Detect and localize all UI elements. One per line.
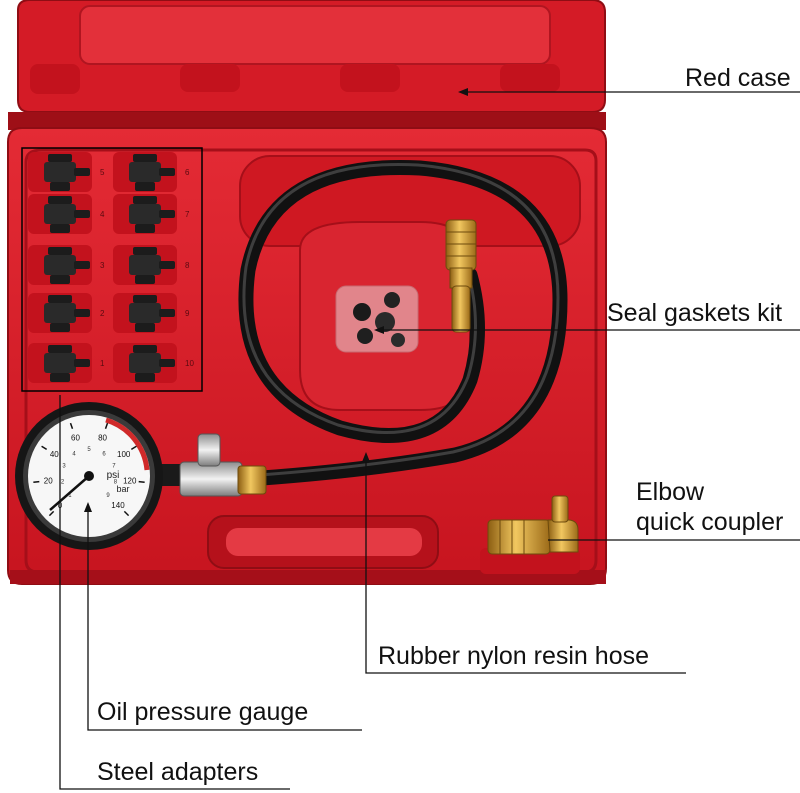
steel-adapter: 4 [28, 194, 105, 234]
gauge-psi-tick-label: 40 [50, 450, 59, 459]
steel-adapter: 6 [113, 152, 190, 192]
adapter-slot-mark: 7 [185, 210, 190, 219]
gauge-bar-tick-label: 3 [62, 464, 66, 470]
gauge-psi-tick-label: 80 [98, 433, 107, 442]
gauge-psi-tick-label: 100 [117, 450, 131, 459]
gauge-bar-tick-label: 6 [102, 452, 106, 458]
hose-leader [365, 458, 686, 674]
gauge-bar-tick-label: 1 [68, 493, 72, 499]
adapter-slot-mark: 9 [185, 309, 190, 318]
bar-unit-label: bar [116, 484, 129, 494]
label-rubber-hose: Rubber nylon resin hose [378, 642, 649, 670]
label-steel-adapters: Steel adapters [97, 758, 259, 786]
gauge-bar-tick-label: 8 [114, 479, 118, 485]
adapter-slot-mark: 8 [185, 261, 190, 270]
steel-adapter: 8 [113, 245, 190, 285]
case-lid [8, 0, 606, 130]
seal-gaskets-bag [335, 285, 419, 353]
adapter-slot-mark: 1 [100, 359, 105, 368]
adapters-frame [21, 147, 203, 392]
gauge-bar-tick-label: 5 [87, 447, 91, 453]
gauge-leader [87, 508, 362, 731]
steel-adapter: 9 [113, 293, 190, 333]
gauge-bar-tick-label: 7 [112, 464, 116, 470]
callout-lines [59, 88, 800, 790]
adapters-leader [59, 395, 290, 790]
steel-adapters-tray: 5 4 3 2 1 6 7 8 9 10 [21, 147, 203, 392]
gauge-psi-tick-label: 140 [111, 501, 125, 510]
rubber-hose [238, 159, 568, 486]
adapter-slot-mark: 5 [100, 168, 105, 177]
adapter-slot-mark: 10 [185, 359, 194, 368]
steel-adapter: 1 [28, 343, 105, 383]
adapter-slot-mark: 6 [185, 168, 190, 177]
adapter-slot-mark: 2 [100, 309, 105, 318]
steel-adapter: 5 [28, 152, 105, 192]
gauge-bar-tick-label: 9 [106, 493, 110, 499]
steel-adapter: 10 [113, 343, 194, 383]
label-oil-pressure-gauge: Oil pressure gauge [97, 698, 309, 726]
gauge-connector [160, 433, 267, 497]
gauge-needle [49, 475, 90, 511]
gauge-psi-tick-label: 60 [71, 433, 80, 442]
gauge-bar-tick-label: 2 [61, 479, 65, 485]
steel-adapter: 2 [28, 293, 105, 333]
steel-adapter: 7 [113, 194, 190, 234]
psi-unit-label: psi [107, 470, 120, 481]
elbow-quick-coupler [487, 495, 579, 555]
gauge-psi-tick-label: 120 [123, 477, 137, 486]
label-elbow: Elbow [636, 478, 705, 506]
hose-brass-coupler [445, 219, 477, 333]
steel-adapter: 3 [28, 245, 105, 285]
gauge-psi-tick-label: 20 [44, 477, 53, 486]
gauge-bar-tick-label: 4 [72, 452, 76, 458]
label-seal-gaskets-kit: Seal gaskets kit [607, 299, 783, 327]
label-red-case: Red case [685, 64, 791, 92]
label-quick-coupler: quick coupler [636, 508, 784, 536]
adapter-slot-mark: 3 [100, 261, 105, 270]
adapter-slot-mark: 4 [100, 210, 105, 219]
